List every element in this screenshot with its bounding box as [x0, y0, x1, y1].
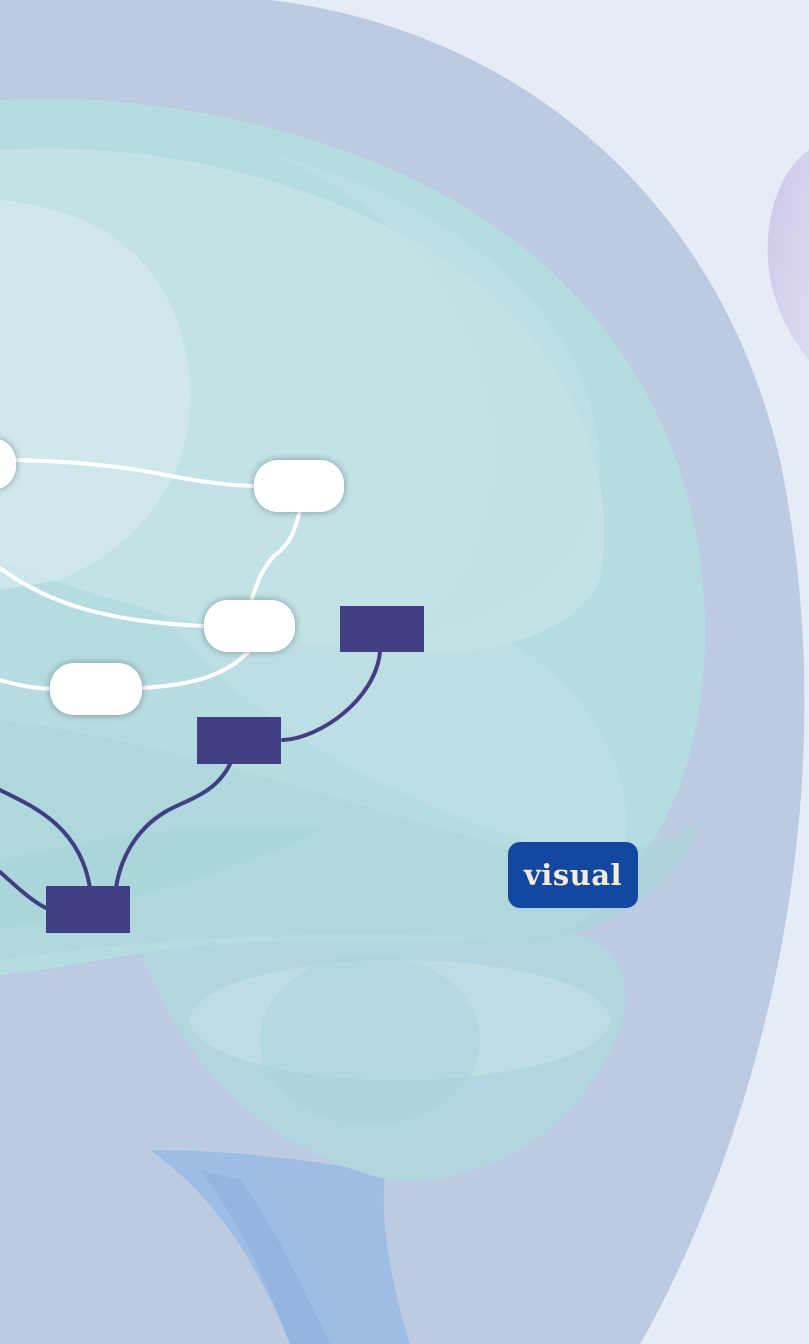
white-node — [0, 439, 16, 489]
cortex-lobe — [260, 150, 600, 640]
cortex-lobe — [0, 200, 191, 590]
connection-line — [0, 566, 207, 628]
connection-line — [0, 870, 48, 910]
navy-node — [340, 606, 424, 652]
connection-line — [0, 458, 257, 488]
decorative-disc — [767, 150, 809, 360]
navy-node — [46, 886, 130, 933]
connection-line — [0, 788, 92, 890]
navy-node — [197, 717, 281, 764]
connection-line — [248, 508, 302, 606]
white-node — [254, 460, 344, 512]
connection-line — [138, 648, 252, 690]
white-connections — [0, 458, 302, 691]
navy-connections — [0, 650, 382, 910]
cerebellum-fold — [190, 960, 610, 1080]
connection-line — [281, 650, 382, 742]
brainstem-shade — [200, 1170, 330, 1344]
connection-line — [114, 762, 232, 890]
cerebellum-fold — [260, 955, 480, 1125]
white-node — [204, 600, 295, 652]
white-nodes — [0, 439, 344, 715]
white-node — [50, 663, 142, 715]
visual-region-label: visual — [508, 842, 638, 908]
navy-nodes — [46, 606, 424, 933]
connection-line — [0, 678, 54, 691]
